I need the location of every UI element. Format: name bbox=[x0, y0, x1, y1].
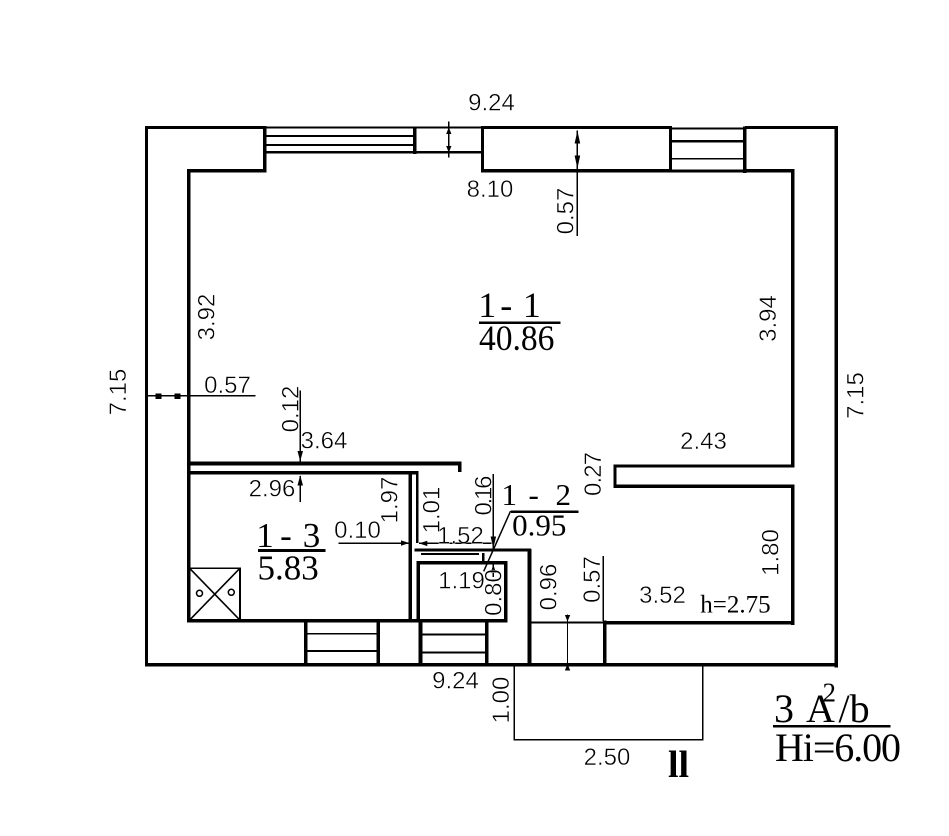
svg-text:2.43: 2.43 bbox=[680, 428, 727, 455]
svg-text:3.92: 3.92 bbox=[194, 294, 221, 341]
svg-text:8.10: 8.10 bbox=[467, 176, 514, 203]
svg-text:9.24: 9.24 bbox=[432, 668, 479, 695]
svg-text:0.95: 0.95 bbox=[512, 507, 566, 542]
svg-text:0.16: 0.16 bbox=[471, 476, 498, 516]
svg-text:1.97: 1.97 bbox=[377, 477, 404, 524]
svg-text:0.96: 0.96 bbox=[536, 564, 563, 611]
svg-text:/b: /b bbox=[839, 686, 870, 731]
svg-text:0.57: 0.57 bbox=[553, 188, 580, 235]
svg-text:1.19: 1.19 bbox=[438, 568, 485, 595]
svg-text:40.86: 40.86 bbox=[479, 318, 555, 358]
svg-text:0.80: 0.80 bbox=[481, 569, 508, 616]
svg-text:1.80: 1.80 bbox=[758, 529, 785, 576]
svg-text:1-3: 1-3 bbox=[256, 516, 320, 555]
svg-text:Hi=6.00: Hi=6.00 bbox=[775, 725, 901, 770]
svg-text:2: 2 bbox=[823, 678, 837, 708]
svg-text:7.15: 7.15 bbox=[105, 369, 132, 416]
svg-text:0.27: 0.27 bbox=[580, 452, 607, 496]
svg-text:A: A bbox=[806, 686, 835, 731]
svg-text:0.57: 0.57 bbox=[579, 556, 606, 603]
svg-text:7.15: 7.15 bbox=[843, 372, 870, 419]
svg-text:0.10: 0.10 bbox=[334, 517, 381, 544]
svg-text:1.52: 1.52 bbox=[437, 522, 484, 549]
svg-text:3.94: 3.94 bbox=[755, 295, 782, 342]
svg-text:h=2.75: h=2.75 bbox=[700, 592, 770, 619]
svg-text:3: 3 bbox=[774, 686, 794, 731]
svg-text:ll: ll bbox=[668, 744, 689, 786]
svg-text:5.83: 5.83 bbox=[257, 548, 318, 587]
svg-text:1-1: 1-1 bbox=[478, 285, 541, 325]
svg-text:0.12: 0.12 bbox=[278, 386, 305, 433]
svg-text:1.00: 1.00 bbox=[488, 677, 515, 724]
svg-text:1.01: 1.01 bbox=[419, 487, 446, 534]
svg-text:1-2: 1-2 bbox=[502, 477, 571, 512]
svg-text:9.24: 9.24 bbox=[468, 90, 515, 117]
svg-text:3.64: 3.64 bbox=[301, 428, 348, 455]
svg-text:3.52: 3.52 bbox=[639, 582, 686, 609]
svg-text:2.50: 2.50 bbox=[584, 744, 631, 771]
svg-text:0.57: 0.57 bbox=[204, 372, 251, 399]
svg-text:2.96: 2.96 bbox=[249, 476, 296, 503]
